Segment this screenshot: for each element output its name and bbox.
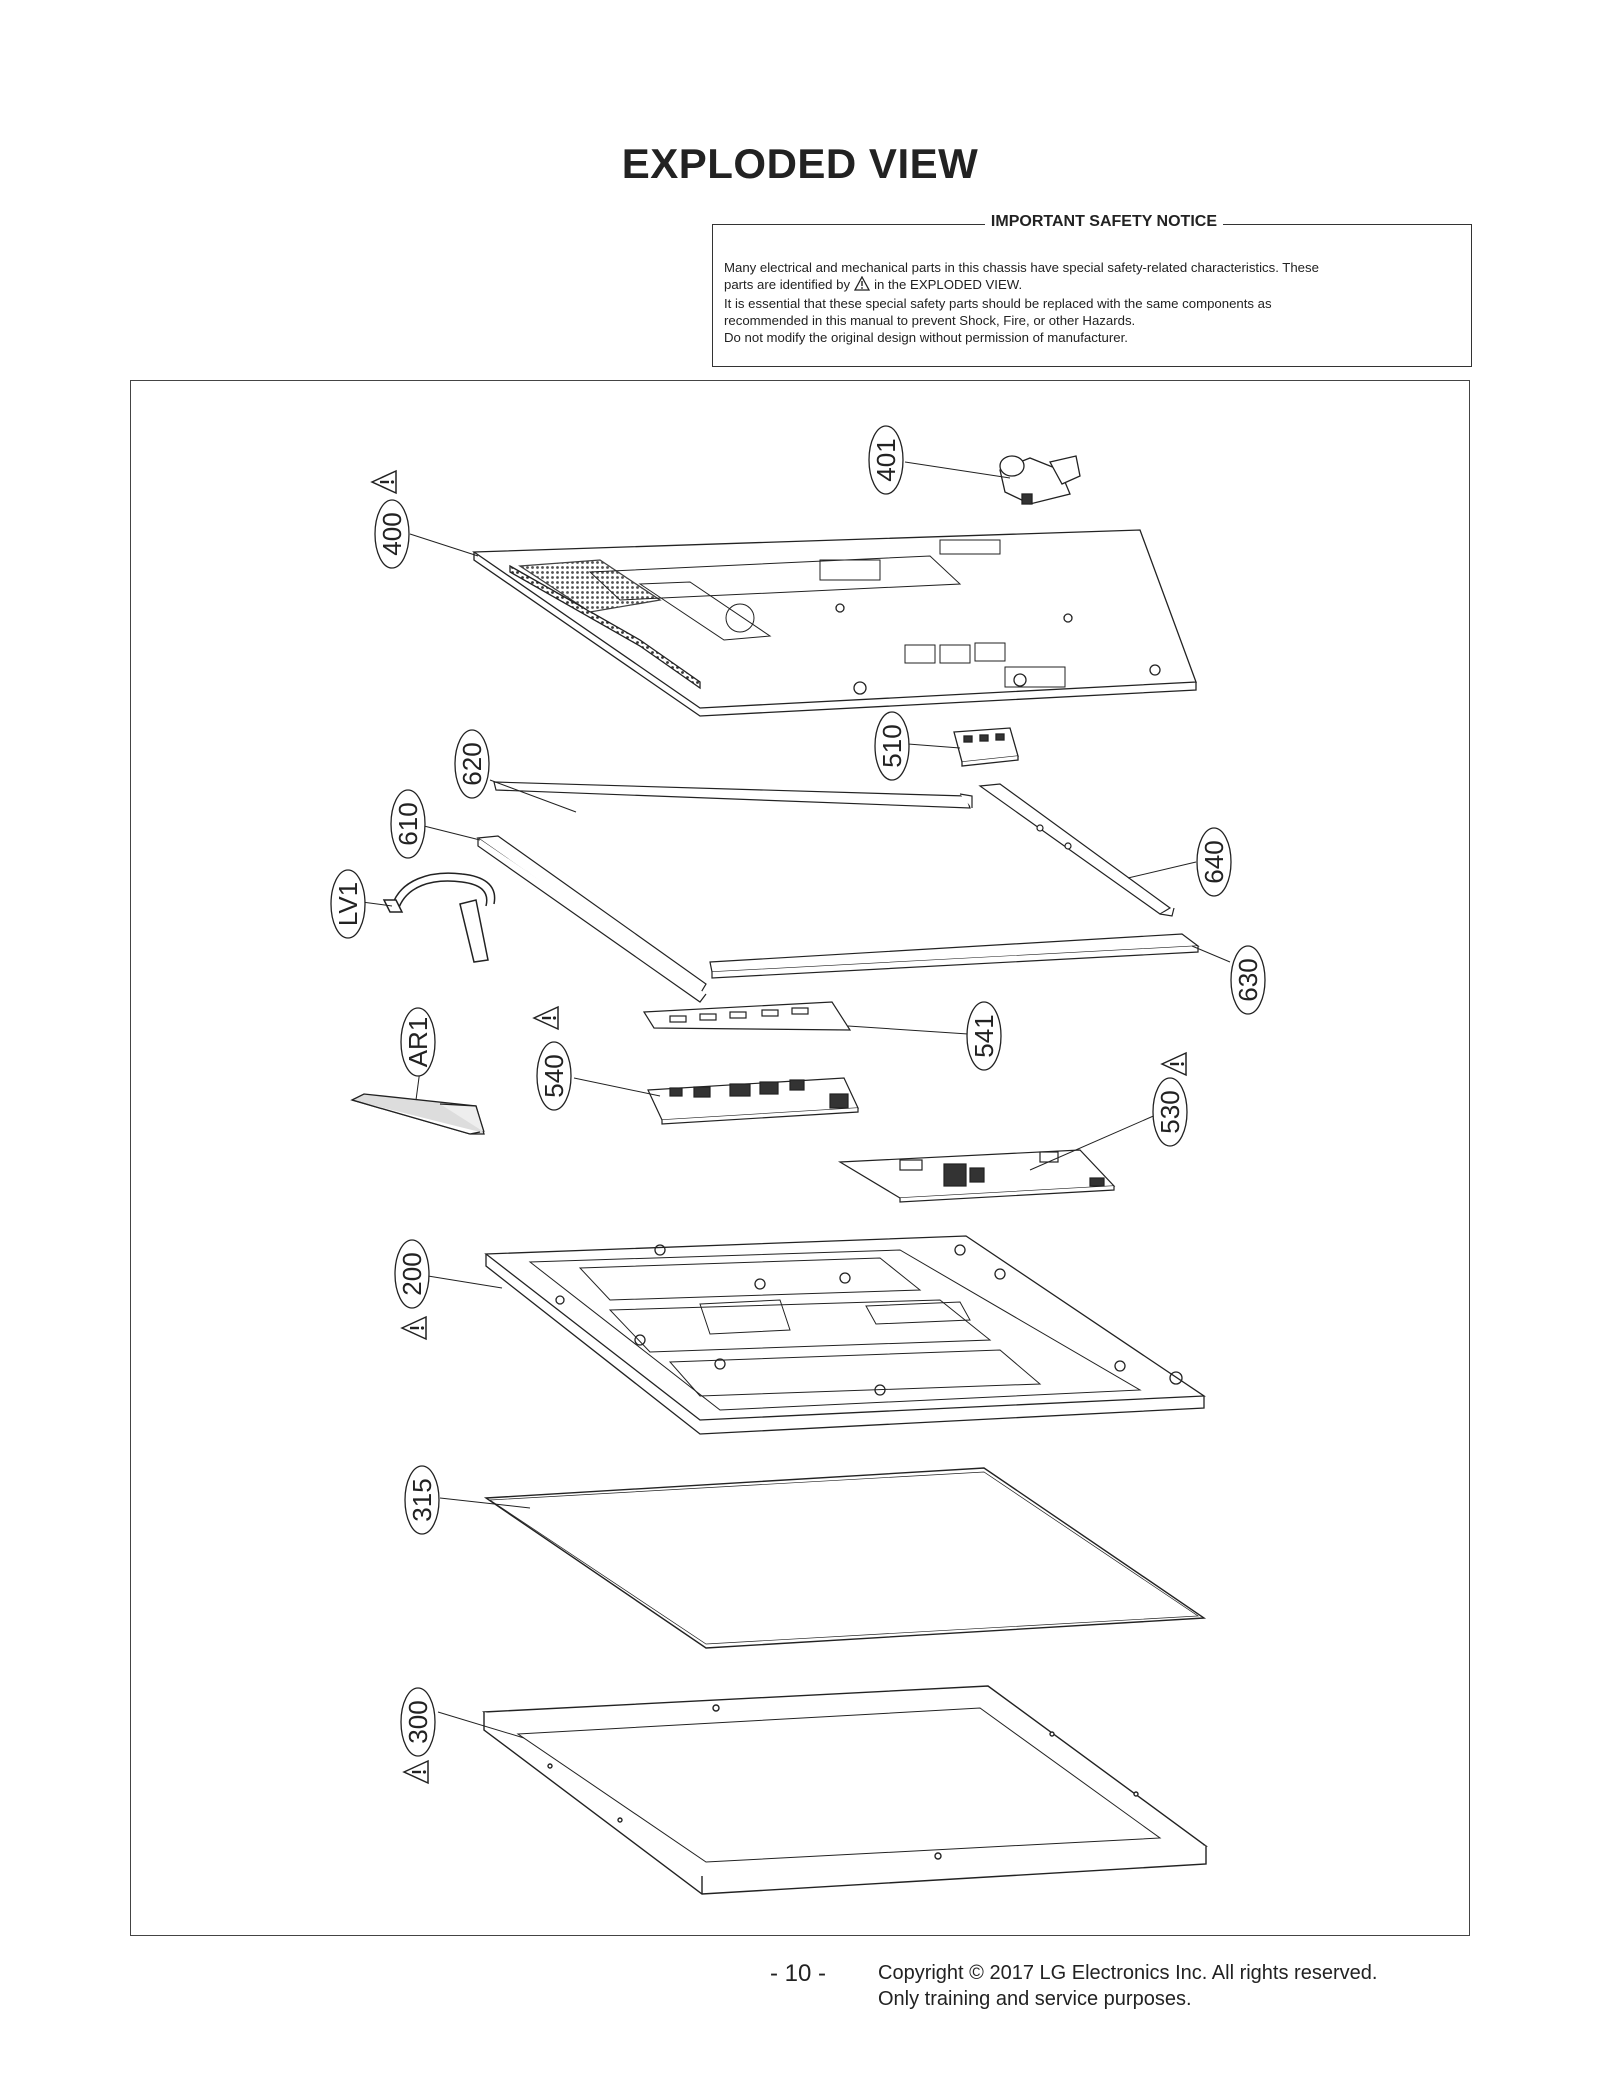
notice-line-2-start: parts are identified by	[724, 277, 851, 292]
warning-triangle-icon	[532, 1005, 560, 1031]
warning-triangle-icon	[402, 1759, 430, 1785]
part-401-holder	[999, 455, 1081, 505]
callout-401-label: 401	[871, 438, 901, 481]
warning-triangle-icon	[370, 469, 398, 495]
warning-triangle-icon	[1160, 1051, 1188, 1077]
callout-315: 315	[404, 1465, 440, 1535]
part-541-bracket	[642, 1001, 852, 1031]
copyright-line-1: Copyright © 2017 LG Electronics Inc. All…	[878, 1962, 1378, 1984]
warning-triangle-icon	[854, 275, 871, 295]
callout-610: 610	[390, 789, 426, 859]
notice-line-2-end: in the EXPLODED VIEW.	[874, 277, 1023, 292]
copyright-notice: Copyright © 2017 LG Electronics Inc. All…	[878, 1960, 1377, 2012]
part-530-board	[837, 1149, 1116, 1203]
callout-530-label: 530	[1155, 1090, 1185, 1133]
part-540-board	[647, 1077, 859, 1125]
callout-315-label: 315	[407, 1478, 437, 1521]
part-200-chassis	[484, 1235, 1206, 1435]
callout-610-label: 610	[393, 802, 423, 845]
part-510-board	[953, 727, 1019, 767]
safety-notice-text: Many electrical and mechanical parts in …	[724, 259, 1457, 346]
callout-AR1-label: AR1	[403, 1017, 433, 1068]
callout-200: 200	[394, 1239, 430, 1309]
part-LV1-cable	[382, 872, 496, 963]
warning-triangle-icon	[400, 1315, 428, 1341]
part-315-sheet	[483, 1467, 1207, 1649]
callout-510: 510	[874, 711, 910, 781]
safety-notice-box: IMPORTANT SAFETY NOTICE Many electrical …	[712, 213, 1472, 367]
callout-300: 300	[400, 1687, 436, 1757]
callout-200-label: 200	[397, 1252, 427, 1295]
callout-510-label: 510	[877, 724, 907, 767]
callout-LV1-label: LV1	[333, 882, 363, 926]
page-title: EXPLODED VIEW	[621, 140, 979, 187]
callout-AR1: AR1	[400, 1007, 436, 1077]
callout-541: 541	[966, 1001, 1002, 1071]
callout-300-label: 300	[403, 1700, 433, 1743]
notice-line-5: Do not modify the original design withou…	[724, 330, 1128, 345]
part-630-bottom-bracket	[709, 933, 1200, 979]
callout-400: 400	[374, 499, 410, 569]
callout-540: 540	[536, 1041, 572, 1111]
callout-630-label: 630	[1233, 958, 1263, 1001]
notice-line-1: Many electrical and mechanical parts in …	[724, 260, 1319, 275]
notice-line-3: It is essential that these special safet…	[724, 296, 1272, 311]
callout-530: 530	[1152, 1077, 1188, 1147]
callout-541-label: 541	[969, 1014, 999, 1057]
part-300-front-frame	[482, 1685, 1208, 1895]
notice-line-4: recommended in this manual to prevent Sh…	[724, 313, 1136, 328]
callout-620-label: 620	[457, 742, 487, 785]
part-400-back-cover	[472, 529, 1197, 717]
callout-640: 640	[1196, 827, 1232, 897]
callout-401: 401	[868, 425, 904, 495]
callout-620: 620	[454, 729, 490, 799]
exploded-view-frame	[130, 380, 1470, 1936]
part-610-left-bracket	[476, 835, 707, 1003]
leader-lines	[361, 461, 1231, 1739]
callout-540-label: 540	[539, 1054, 569, 1097]
part-AR1-remote	[350, 1093, 485, 1135]
notice-line-2: parts are identified by in the EXPLODED V…	[724, 275, 1457, 295]
page-number: - 10 -	[770, 1960, 827, 1987]
callout-400-label: 400	[377, 512, 407, 555]
part-640-right-bracket	[978, 783, 1175, 917]
safety-notice-heading: IMPORTANT SAFETY NOTICE	[984, 213, 1223, 230]
callout-630: 630	[1230, 945, 1266, 1015]
callout-640-label: 640	[1199, 840, 1229, 883]
callout-LV1: LV1	[330, 869, 366, 939]
copyright-line-2: Only training and service purposes.	[878, 1988, 1192, 2010]
part-620-top-bracket	[493, 781, 973, 809]
